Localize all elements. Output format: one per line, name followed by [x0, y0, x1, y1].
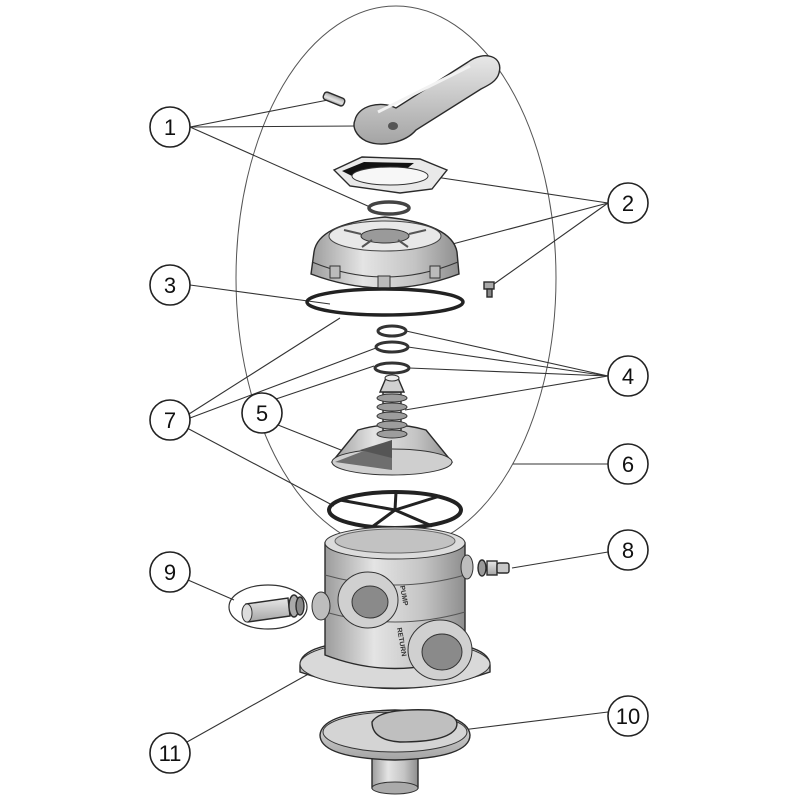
leader-2-plate	[421, 174, 609, 204]
leader-4-d	[404, 375, 609, 411]
side-fitting-part	[477, 559, 510, 577]
leader-1-ring	[189, 126, 371, 208]
callout-3-label: 3	[164, 273, 176, 298]
leader-9	[187, 579, 235, 601]
spider-gasket-part	[327, 490, 463, 530]
leader-4-b	[407, 346, 609, 377]
leader-5-a	[275, 365, 375, 400]
callout-7-label: 7	[164, 408, 176, 433]
leader-2-screw	[493, 202, 609, 285]
callout-5-label: 5	[256, 401, 268, 426]
handle-part	[353, 55, 501, 145]
callout-4: 4	[607, 355, 649, 397]
callout-6: 6	[607, 443, 649, 485]
callout-9-label: 9	[164, 560, 176, 585]
leader-8	[511, 551, 609, 569]
o-ring-upper	[376, 324, 408, 338]
leader-4-c	[408, 367, 609, 377]
callout-5: 5	[241, 392, 283, 434]
leader-1-pin	[189, 99, 329, 128]
leader-7-a	[188, 317, 341, 415]
leader-7-b	[189, 347, 377, 419]
callout-4-label: 4	[622, 364, 634, 389]
cover-part	[310, 216, 460, 289]
callout-6-label: 6	[622, 452, 634, 477]
leader-11	[186, 671, 313, 743]
callout-1: 1	[149, 106, 191, 148]
callout-11: 11	[149, 732, 191, 774]
cover-o-ring-part	[305, 287, 465, 317]
rotor-part	[330, 374, 454, 476]
return-label: RETURN	[395, 627, 407, 657]
callout-10-label: 10	[616, 704, 640, 729]
callout-2: 2	[607, 182, 649, 224]
drain-plug-part	[228, 584, 308, 630]
gasket-plate-part	[332, 156, 449, 194]
valve-body-part: PUMP RETURN	[311, 526, 474, 681]
leader-1-handle	[189, 125, 359, 128]
callout-7: 7	[149, 399, 191, 441]
bottom-diffuser-part	[319, 709, 471, 795]
callout-2-label: 2	[622, 191, 634, 216]
leader-7-c	[186, 427, 335, 507]
callout-10: 10	[607, 695, 649, 737]
leader-5-b	[277, 424, 347, 453]
leader-lines	[186, 99, 609, 743]
o-ring-middle	[374, 340, 410, 354]
o-ring-lower	[373, 361, 411, 375]
pump-label: PUMP	[398, 585, 408, 606]
leader-4-a	[405, 330, 609, 377]
callout-1-label: 1	[164, 115, 176, 140]
pin-part	[322, 91, 346, 107]
screw-part	[483, 281, 495, 298]
callout-8: 8	[607, 529, 649, 571]
leader-2-cover	[444, 202, 609, 247]
callout-8-label: 8	[622, 538, 634, 563]
small-ring-part	[367, 200, 411, 216]
callout-11-label: 11	[159, 741, 182, 766]
callout-9: 9	[149, 551, 191, 593]
callout-3: 3	[149, 264, 191, 306]
leader-10	[461, 711, 609, 731]
